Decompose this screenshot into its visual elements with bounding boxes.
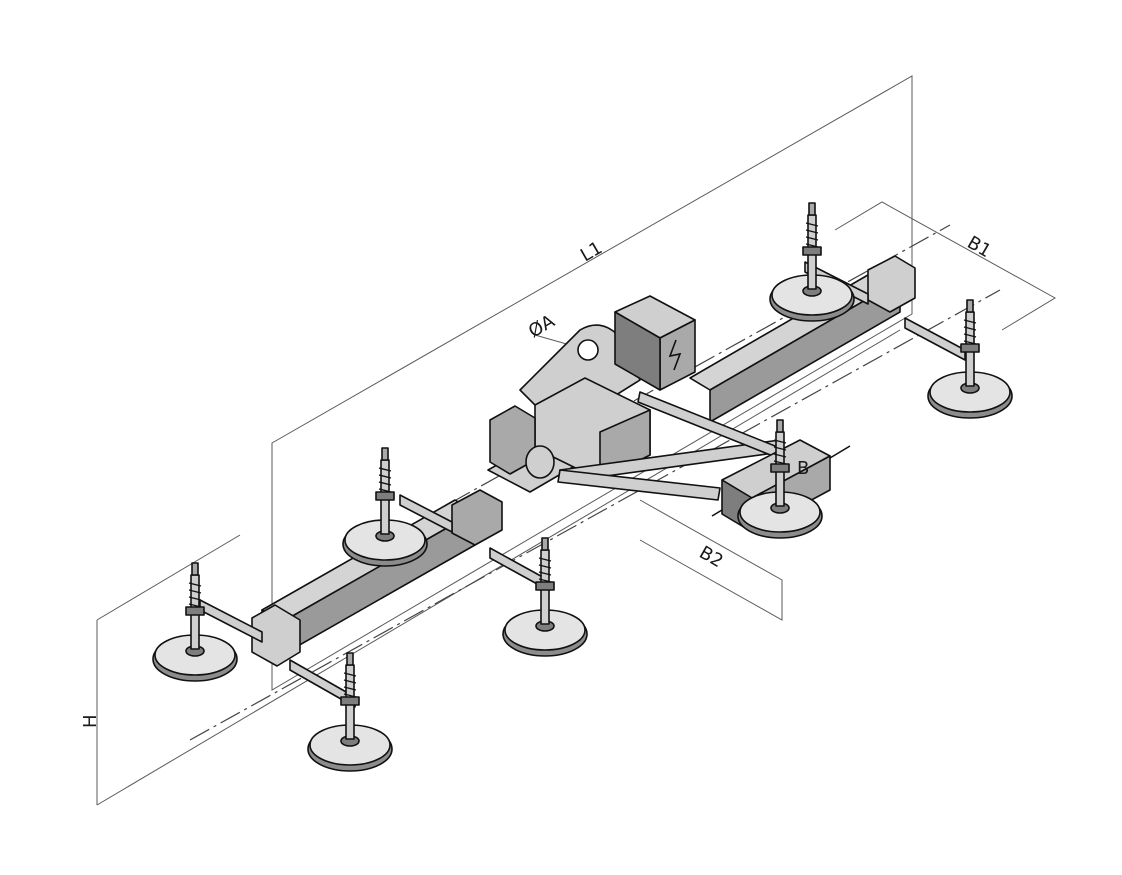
- suction-pad-left-back: [307, 652, 393, 772]
- suction-pad-mid-front: [342, 447, 428, 567]
- suction-pads: [152, 202, 1013, 772]
- extension-rod-lower: [557, 469, 721, 501]
- h-extension-lines: [96, 534, 241, 621]
- dimension-label-l1: L1: [577, 237, 606, 266]
- center-lines: [189, 224, 1001, 741]
- lifting-eye-hole: [577, 339, 599, 361]
- b1-extension-lines: [834, 201, 1056, 331]
- pendant-handle-left: [711, 509, 723, 517]
- centerline-main: [189, 289, 1001, 741]
- beam-end-cap-right: [867, 255, 916, 313]
- cross-arm-right-lower: [904, 317, 966, 361]
- suction-pad-extension: [737, 419, 823, 539]
- b2-extension-lines: [639, 499, 783, 621]
- pendant-handle-right: [829, 445, 851, 459]
- cross-arm-left-lower: [289, 659, 356, 708]
- suction-pad-right-back: [927, 299, 1013, 419]
- electrical-hazard-icon: [668, 339, 682, 371]
- beam-end-cap-left: [251, 604, 301, 667]
- dimension-label-b1: B1: [964, 232, 995, 262]
- electrical-box-side: [614, 311, 661, 391]
- suction-pad-left-front: [152, 562, 238, 682]
- central-unit: [487, 295, 696, 493]
- motor-roller: [525, 445, 555, 479]
- beam-connector-block: [451, 489, 503, 546]
- suction-pad-right-front: [769, 202, 855, 322]
- dimension-label-h: H: [80, 714, 101, 728]
- h-baseline: [96, 329, 901, 806]
- pendant-panel-symbol: B: [797, 458, 809, 479]
- centerline-upper: [419, 224, 951, 521]
- cross-arm-mid-upper: [399, 494, 453, 533]
- suction-pad-mid-back: [502, 537, 588, 657]
- dimension-label-a: ØA: [525, 311, 559, 343]
